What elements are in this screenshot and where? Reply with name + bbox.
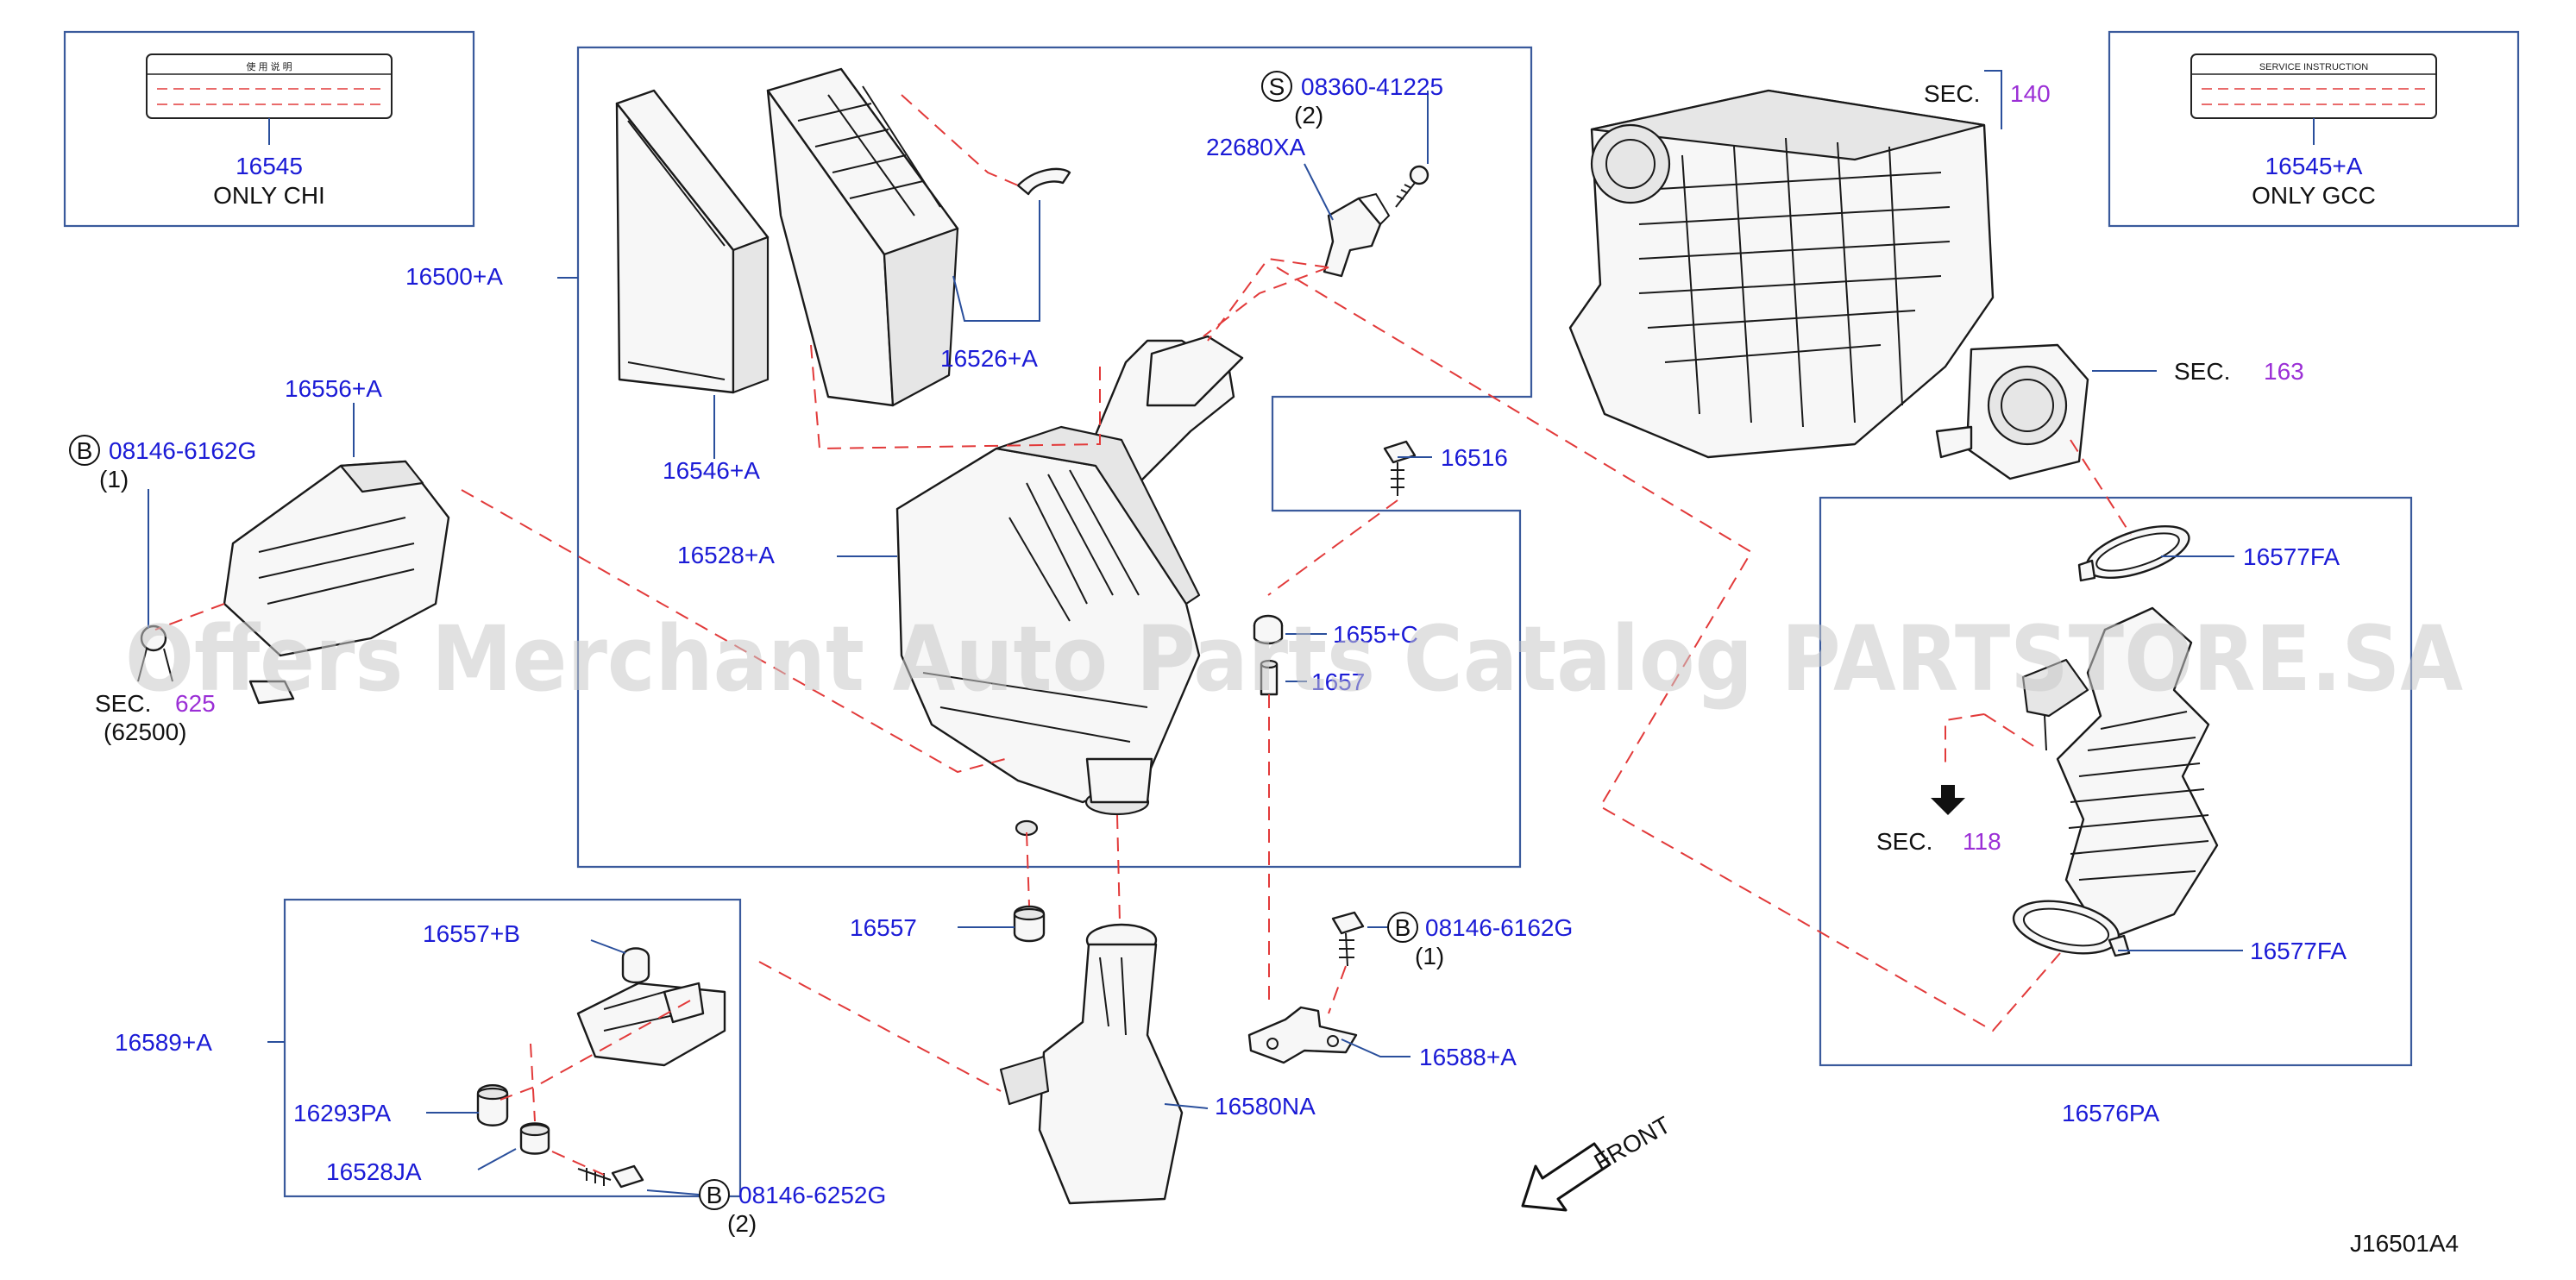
air-filter-element [615, 89, 770, 394]
callout-16589a[interactable]: 16589+A [115, 1029, 212, 1056]
front-arrow-icon [1521, 1142, 1612, 1212]
section-163-label: SEC. [2174, 358, 2230, 385]
bracket-assembly [576, 982, 726, 1067]
grommet-16293pa [476, 1084, 509, 1126]
note-box-chi [63, 30, 475, 228]
callout-16556a[interactable]: 16556+A [285, 375, 382, 402]
callout-16588a[interactable]: 16588+A [1419, 1044, 1517, 1070]
watermark-text: Offers Merchant Auto Parts Catalog PARTS… [125, 606, 2463, 712]
bolt-symbol-b-right: B [1387, 912, 1418, 943]
bolt-b-16589 [577, 1164, 644, 1189]
bolt-b1-quantity: (1) [99, 466, 129, 493]
bolt-symbol-b-bottom: B [699, 1179, 730, 1210]
hose-clamp-bottom [2012, 900, 2131, 957]
bolt-b3-quantity: (2) [727, 1210, 757, 1237]
bolt-b2-quantity: (1) [1415, 943, 1444, 969]
section-625-label: SEC. [95, 690, 151, 717]
bolt-b3-part-number[interactable]: 08146-6252G [738, 1182, 886, 1208]
callout-16557b[interactable]: 16557+B [423, 920, 520, 947]
callout-16528a[interactable]: 16528+A [677, 542, 775, 568]
hose-clip [1016, 167, 1071, 196]
air-duct-inlet [223, 460, 450, 705]
note-only-chi: ONLY CHI [213, 182, 325, 209]
callout-16293pa[interactable]: 16293PA [293, 1100, 391, 1126]
bracket-frame [283, 898, 742, 1198]
case-outlet-tube [1146, 335, 1244, 407]
gcc-label-text: SERVICE INSTRUCTION [2259, 62, 2368, 72]
bolt-b-16588 [1331, 911, 1365, 967]
callout-16576pa[interactable]: 16576PA [2062, 1100, 2159, 1126]
gcc-service-label: SERVICE INSTRUCTION [2190, 53, 2437, 145]
grommet-16557b [621, 947, 650, 984]
intake-manifold [1568, 89, 1995, 459]
diagram-id: J16501A4 [2350, 1230, 2459, 1257]
leader-lines [148, 70, 2243, 1195]
svg-text:B: B [707, 1182, 723, 1208]
section-118-number[interactable]: 118 [1963, 828, 2001, 855]
bolt-symbol-b-left: B [69, 435, 100, 466]
clip-sec625 [137, 624, 173, 682]
svg-text:S: S [1269, 73, 1285, 100]
front-label: FRONT [1590, 1111, 1675, 1176]
air-cleaner-frame [576, 46, 1533, 869]
section-140-number[interactable]: 140 [2010, 80, 2051, 107]
callout-1655c[interactable]: 1655+C [1333, 621, 1418, 648]
callout-16557[interactable]: 16557 [850, 914, 917, 941]
callout-1657[interactable]: 1657 [1311, 668, 1365, 695]
throttle-body [1935, 343, 2089, 480]
intake-duct-frame [1819, 496, 2413, 1067]
callout-16516[interactable]: 16516 [1441, 444, 1508, 471]
collar-16528ja [519, 1122, 550, 1155]
connection-lines [154, 94, 2132, 1176]
intake-hose [2021, 606, 2219, 942]
callout-16577fa-top[interactable]: 16577FA [2243, 543, 2340, 570]
mass-air-flow-sensor [1323, 192, 1391, 278]
section-140-label: SEC. [1924, 80, 1980, 107]
grommet-upper [1253, 614, 1284, 645]
chi-label-text: 使 用 说 明 [246, 60, 292, 72]
callout-16545a[interactable]: 16545+A [2265, 153, 2363, 179]
bolt-s-part-number[interactable]: 08360-41225 [1301, 73, 1443, 100]
callout-16528ja[interactable]: 16528JA [326, 1158, 422, 1185]
air-cleaner-case [895, 339, 1235, 837]
callout-22680xa[interactable]: 22680XA [1206, 134, 1306, 160]
callout-16580na[interactable]: 16580NA [1215, 1093, 1316, 1120]
note-only-gcc: ONLY GCC [2252, 182, 2376, 209]
section-163-number[interactable]: 163 [2264, 358, 2304, 385]
callout-16577fa-bottom[interactable]: 16577FA [2250, 938, 2347, 964]
pin-upper [1260, 659, 1279, 696]
resonator [999, 923, 1184, 1205]
section-118-label: SEC. [1876, 828, 1932, 855]
bolt-s-quantity: (2) [1294, 102, 1323, 129]
bolt-16516 [1383, 440, 1417, 496]
callout-16500a[interactable]: 16500+A [405, 263, 503, 290]
bolt-b1-part-number[interactable]: 08146-6162G [109, 437, 256, 464]
chi-service-label: 使 用 说 明 [146, 53, 393, 145]
section-625-number[interactable]: 625 [175, 690, 216, 717]
grommet-16557 [1013, 905, 1046, 943]
down-arrow-icon [1931, 785, 1965, 815]
callout-16545[interactable]: 16545 [236, 153, 303, 179]
section-625-sub: (62500) [104, 718, 187, 745]
callout-16546a[interactable]: 16546+A [663, 457, 760, 484]
svg-text:B: B [1395, 914, 1411, 941]
sensor-screw [1395, 165, 1429, 208]
svg-text:B: B [77, 437, 93, 464]
bolt-symbol-s: S [1261, 71, 1292, 102]
bracket-16588 [1247, 1006, 1358, 1064]
air-cleaner-upper-cover [766, 67, 959, 407]
bolt-b2-part-number[interactable]: 08146-6162G [1425, 914, 1573, 941]
callout-16526a[interactable]: 16526+A [940, 345, 1038, 372]
hose-clamp-top [2077, 524, 2190, 582]
note-box-gcc [2108, 30, 2520, 228]
